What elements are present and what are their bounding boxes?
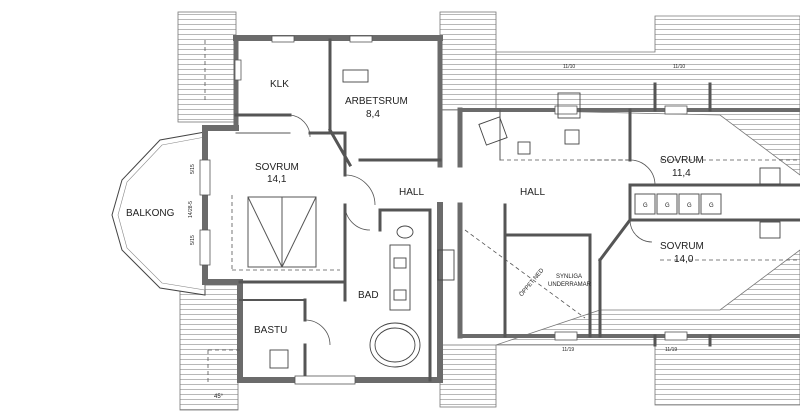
skylight — [247, 196, 317, 268]
balcony — [111, 131, 206, 296]
roof-top-left — [177, 11, 237, 123]
dim-window-top-1: 11/10 — [563, 64, 575, 70]
label-sovrum-left: SOVRUM — [255, 162, 299, 173]
closet-label-3: G — [687, 203, 692, 209]
label-arbetsrum: ARBETSRUM — [345, 96, 408, 107]
label-balkong: BALKONG — [126, 208, 175, 219]
room-labels: KLK ARBETSRUM 8,4 SOVRUM 14,1 BALKONG HA… — [126, 79, 704, 336]
roof-top-mid — [439, 11, 497, 111]
dashed-lines — [204, 40, 800, 385]
label-sovrum-right-top-area: 11,4 — [672, 168, 691, 179]
balcony-inner — [117, 136, 206, 291]
doors — [289, 114, 656, 346]
label-sovrum-left-area: 14,1 — [267, 174, 287, 185]
roof-areas — [177, 11, 800, 411]
label-oppet-ned: ÖPPET NED — [518, 267, 546, 298]
label-sovrum-right-top: SOVRUM — [660, 155, 704, 166]
dim-balkong-2: 14/28-5 — [188, 201, 194, 218]
label-bad: BAD — [358, 290, 379, 301]
roof-bottom-right — [495, 249, 800, 406]
closet-label-4: G — [709, 203, 714, 209]
interior-walls — [234, 38, 800, 382]
dim-angle: 45° — [214, 394, 224, 400]
closets — [634, 193, 722, 215]
dim-window-bottom-1: 11/19 — [562, 347, 574, 353]
closet-1 — [634, 193, 656, 215]
roof-bottom-mid — [439, 344, 497, 408]
label-sovrum-right-bottom-area: 14,0 — [674, 254, 694, 265]
roof-top-right — [495, 15, 800, 176]
label-sovrum-right-bottom: SOVRUM — [660, 241, 704, 252]
balcony-outline — [111, 131, 206, 296]
label-synliga-2: UNDERRAMAR — [548, 282, 592, 288]
label-bastu: BASTU — [254, 325, 287, 336]
dim-balkong-3: 5/15 — [190, 235, 196, 245]
closet-labels: G G G G — [643, 203, 714, 209]
closet-4 — [700, 193, 722, 215]
label-klk: KLK — [270, 79, 289, 90]
label-hall-1: HALL — [399, 187, 424, 198]
closet-3 — [678, 193, 700, 215]
dim-window-top-2: 11/10 — [673, 64, 685, 70]
closet-label-2: G — [665, 203, 670, 209]
label-synliga-1: SYNLIGA — [556, 274, 582, 280]
roof-bottom-left — [179, 284, 239, 411]
dim-window-bottom-2: 11/19 — [665, 347, 677, 353]
windows — [199, 35, 688, 385]
label-hall-2: HALL — [520, 187, 545, 198]
dimension-labels: 11/10 11/10 11/19 11/19 5/15 14/28-5 5/1… — [188, 64, 685, 400]
furniture — [269, 69, 781, 369]
dim-balkong-1: 5/15 — [190, 164, 196, 174]
closet-label-1: G — [643, 203, 648, 209]
label-arbetsrum-area: 8,4 — [366, 109, 380, 120]
closet-2 — [656, 193, 678, 215]
